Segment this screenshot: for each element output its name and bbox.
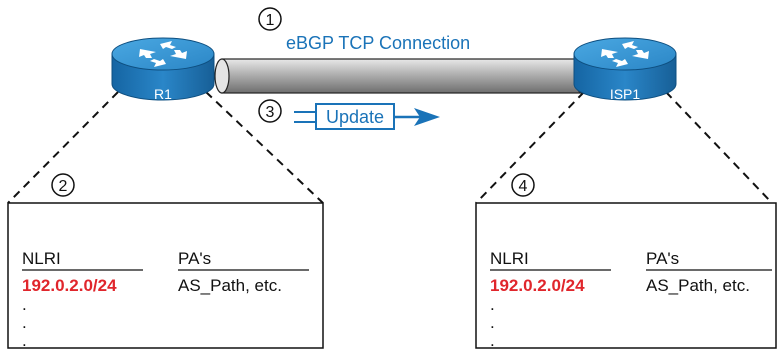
r1-bgp-table: 2 NLRI PA's 192.0.2.0/24 AS_Path, etc. .… [7, 173, 324, 350]
step-2-number: 2 [59, 178, 68, 195]
update-envelope [315, 103, 395, 130]
r1-left-projection [7, 91, 119, 204]
pa-header: PA's [646, 249, 679, 268]
nlri-prefix: 192.0.2.0/24 [22, 276, 117, 295]
table-dot: . [22, 295, 27, 314]
step-4-circle [511, 173, 535, 197]
pa-header: PA's [178, 249, 211, 268]
router-r1-label: R1 [154, 86, 172, 102]
step-2-circle [51, 173, 75, 197]
nlri-header: NLRI [490, 249, 529, 268]
table-dot: . [22, 331, 27, 350]
step-1-marker: 1 [258, 7, 282, 31]
connection-label: eBGP TCP Connection [286, 33, 470, 53]
step-3-number: 3 [266, 104, 275, 121]
isp1-left-projection [475, 91, 585, 204]
path-attributes: AS_Path, etc. [178, 276, 282, 295]
isp1-bgp-table: 4 NLRI PA's 192.0.2.0/24 AS_Path, etc. .… [475, 173, 777, 350]
nlri-header: NLRI [22, 249, 61, 268]
step-1-number: 1 [266, 12, 275, 29]
isp1-right-projection [665, 91, 773, 204]
table-dot: . [490, 313, 495, 332]
router-arrows-icon [601, 41, 649, 67]
router-r1[interactable]: R1 [111, 37, 215, 102]
router-isp1-label: ISP1 [610, 86, 641, 102]
update-message: Update [294, 103, 440, 130]
update-label: Update [326, 107, 384, 127]
nlri-prefix: 192.0.2.0/24 [490, 276, 585, 295]
update-arrow-icon [414, 108, 440, 126]
router-arrows-icon [139, 41, 187, 67]
router-isp1[interactable]: ISP1 [573, 37, 677, 102]
table-dot: . [22, 313, 27, 332]
path-attributes: AS_Path, etc. [646, 276, 750, 295]
table-dot: . [490, 295, 495, 314]
step-4-number: 4 [519, 178, 528, 195]
dashed-projection-lines [7, 91, 773, 204]
step-3-marker: 3 [258, 99, 282, 123]
ebgp-link-pipe [214, 58, 590, 94]
table-dot: . [490, 331, 495, 350]
